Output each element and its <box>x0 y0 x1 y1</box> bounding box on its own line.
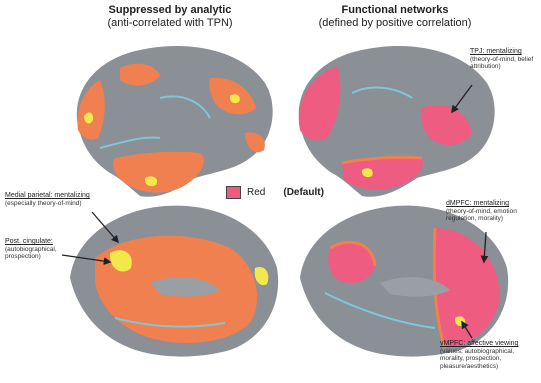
lateral-brain-anticorrelated <box>60 38 280 203</box>
legend-note: (Default) <box>283 187 324 198</box>
legend-label: Red <box>247 187 265 198</box>
annotation-medial-parietal-name: Medial parietal: mentalizing <box>5 192 115 200</box>
annotation-dmpfc-desc: (theory-of-mind, emotion regulation, mor… <box>446 208 517 223</box>
annotation-tpj: TPJ: mentalizing (theory-of-mind, belief… <box>470 48 538 71</box>
frontal-region <box>77 80 104 140</box>
annotation-post-cingulate-name: Post. cingulate: <box>5 238 75 246</box>
annotation-dmpfc-name: dMPFC: mentalizing <box>446 200 538 208</box>
annotation-dmpfc: dMPFC: mentalizing (theory-of-mind, emot… <box>446 200 538 223</box>
annotation-medial-parietal-desc: (especially theory-of-mind) <box>5 200 82 207</box>
medial-brain-anticorrelated <box>55 198 285 368</box>
annotation-vmpfc-desc: (values, autobiographical, morality, pro… <box>440 348 514 370</box>
annotation-vmpfc-name: vMPFC: affective viewing <box>440 340 538 348</box>
right-panel-heading: Functional networks (defined by positive… <box>295 4 495 30</box>
right-panel-title: Functional networks <box>295 4 495 17</box>
annotation-post-cingulate: Post. cingulate: (autobiographical, pros… <box>5 238 75 261</box>
lateral-brain-default-network <box>282 38 502 203</box>
annotation-post-cingulate-desc: (autobiographical, prospection) <box>5 246 57 261</box>
left-panel-subtitle: (anti-correlated with TPN) <box>70 17 270 30</box>
temporal-lobe-region <box>113 152 204 193</box>
left-panel-title: Suppressed by analytic <box>70 4 270 17</box>
annotation-tpj-name: TPJ: mentalizing <box>470 48 538 56</box>
left-panel-heading: Suppressed by analytic (anti-correlated … <box>70 4 270 30</box>
annotation-medial-parietal: Medial parietal: mentalizing (especially… <box>5 192 115 207</box>
legend-red-swatch <box>226 186 241 199</box>
annotation-vmpfc: vMPFC: affective viewing (values, autobi… <box>440 340 538 370</box>
annotation-tpj-desc: (theory-of-mind, belief attribution) <box>470 56 533 71</box>
right-panel-subtitle: (defined by positive correlation) <box>295 17 495 30</box>
legend: Red (Default) <box>226 186 324 199</box>
